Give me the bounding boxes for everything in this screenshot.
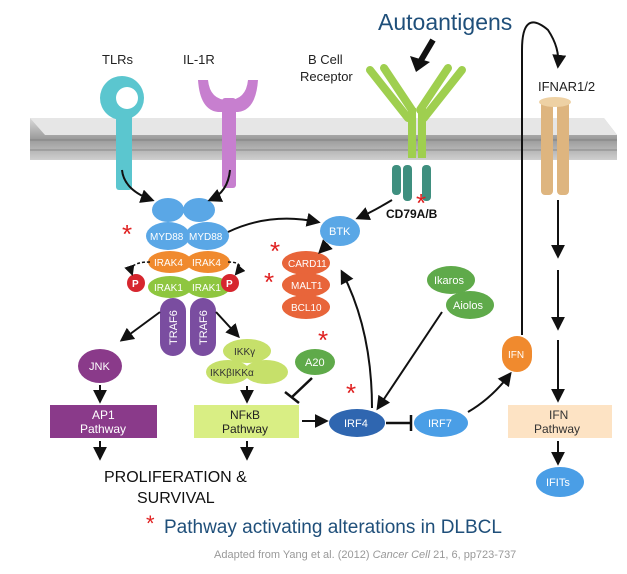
irak1-label-a: IRAK1 (154, 283, 183, 294)
aiolos-label: Aiolos (453, 300, 483, 312)
phospho-label-right: P (226, 279, 233, 290)
ifits-label: IFITs (546, 477, 570, 489)
irak4-label-a: IRAK4 (154, 258, 183, 269)
myd88-label-b: MYD88 (189, 232, 223, 243)
diagram-title: Autoantigens (378, 9, 512, 35)
phospho-badge-right (221, 274, 239, 292)
star-marker-irf4: * (346, 378, 356, 408)
jnk-node (78, 349, 122, 383)
citation-journal: Cancer Cell (373, 549, 431, 561)
pathway-arrows (93, 21, 567, 466)
ikk-alpha-beta-label: IKKβIKKα (210, 368, 254, 379)
ifn-pathway-line1: IFN (549, 408, 568, 422)
legend-text: Pathway activating alterations in DLBCL (164, 517, 502, 538)
cd79-icon (392, 165, 431, 201)
citation-before: Adapted from Yang et al. (2012) (214, 549, 373, 561)
irak1-complex (148, 276, 230, 298)
bcl10-label: BCL10 (291, 303, 322, 314)
star-marker-cd79: * (416, 188, 426, 218)
irf4-node (329, 409, 385, 437)
star-marker-myd88: * (122, 219, 132, 249)
irak4-complex (148, 251, 230, 273)
ifn-pathway-box (508, 405, 612, 438)
traf6-complex (160, 298, 216, 356)
irf7-label: IRF7 (428, 418, 452, 430)
ikk-complex (206, 339, 288, 384)
aiolos-node (446, 291, 494, 319)
ifn-node (502, 336, 532, 372)
ifn-node-label: IFN (508, 350, 524, 361)
citation-after: 21, 6, pp723-737 (430, 549, 516, 561)
myd88-complex (146, 198, 229, 250)
tlrs-label: TLRs (102, 52, 134, 67)
ikaros-node (427, 266, 475, 294)
jnk-label: JNK (89, 361, 110, 373)
nfkb-pathway-box (194, 405, 299, 438)
star-marker-card11: * (270, 236, 280, 266)
irf4-label: IRF4 (344, 418, 368, 430)
traf6-label-a: TRAF6 (168, 310, 180, 345)
irak4-label-b: IRAK4 (192, 258, 221, 269)
nfkb-pathway-line2: Pathway (222, 422, 268, 436)
outcome-line1: PROLIFERATION & (104, 469, 247, 486)
inhibition-lines (284, 377, 413, 431)
btk-label: BTK (329, 226, 351, 238)
ifits-node (536, 467, 584, 497)
ifnar-receptor-icon (539, 97, 571, 195)
irf7-node (414, 409, 468, 437)
tlr-receptor-icon (100, 76, 144, 190)
ifn-pathway-line2: Pathway (534, 422, 580, 436)
ap1-pathway-box (50, 405, 157, 438)
traf6-label-b: TRAF6 (198, 310, 210, 345)
alteration-markers: * * * * * * (122, 188, 426, 408)
btk-node (320, 216, 360, 246)
antigen-arrow-icon (410, 38, 436, 72)
il1r-receptor-icon (198, 80, 258, 188)
cbm-complex (282, 251, 330, 319)
cell-membrane (30, 118, 617, 160)
myd88-label-a: MYD88 (150, 232, 184, 243)
card11-label: CARD11 (288, 259, 327, 270)
cd79-label: CD79A/B (386, 207, 438, 221)
phospho-arrow-left (124, 261, 151, 276)
ap1-pathway-line1: AP1 (92, 408, 115, 422)
a20-label: A20 (305, 357, 325, 369)
bcr-label-line2: Receptor (300, 69, 353, 84)
star-marker-malt1: * (264, 267, 274, 297)
citation: Adapted from Yang et al. (2012) Cancer C… (214, 549, 516, 561)
outcome-line2: SURVIVAL (137, 490, 215, 507)
a20-node (295, 349, 335, 375)
phospho-label-left: P (132, 279, 139, 290)
star-marker-a20: * (318, 325, 328, 355)
ikk-gamma-label: IKKγ (234, 347, 255, 358)
bcr-label-line1: B Cell (308, 52, 343, 67)
bcr-receptor-icon (366, 64, 466, 158)
malt1-label: MALT1 (291, 281, 323, 292)
ifnar-label: IFNAR1/2 (538, 79, 595, 94)
ikaros-label: Ikaros (434, 275, 464, 287)
ap1-pathway-line2: Pathway (80, 422, 126, 436)
phospho-badge-left (127, 274, 145, 292)
legend-mark: * (146, 511, 155, 536)
irak1-label-b: IRAK1 (192, 283, 221, 294)
nfkb-pathway-line1: NFκB (230, 408, 260, 422)
il1r-label: IL-1R (183, 52, 215, 67)
phospho-arrow-right (227, 261, 246, 276)
